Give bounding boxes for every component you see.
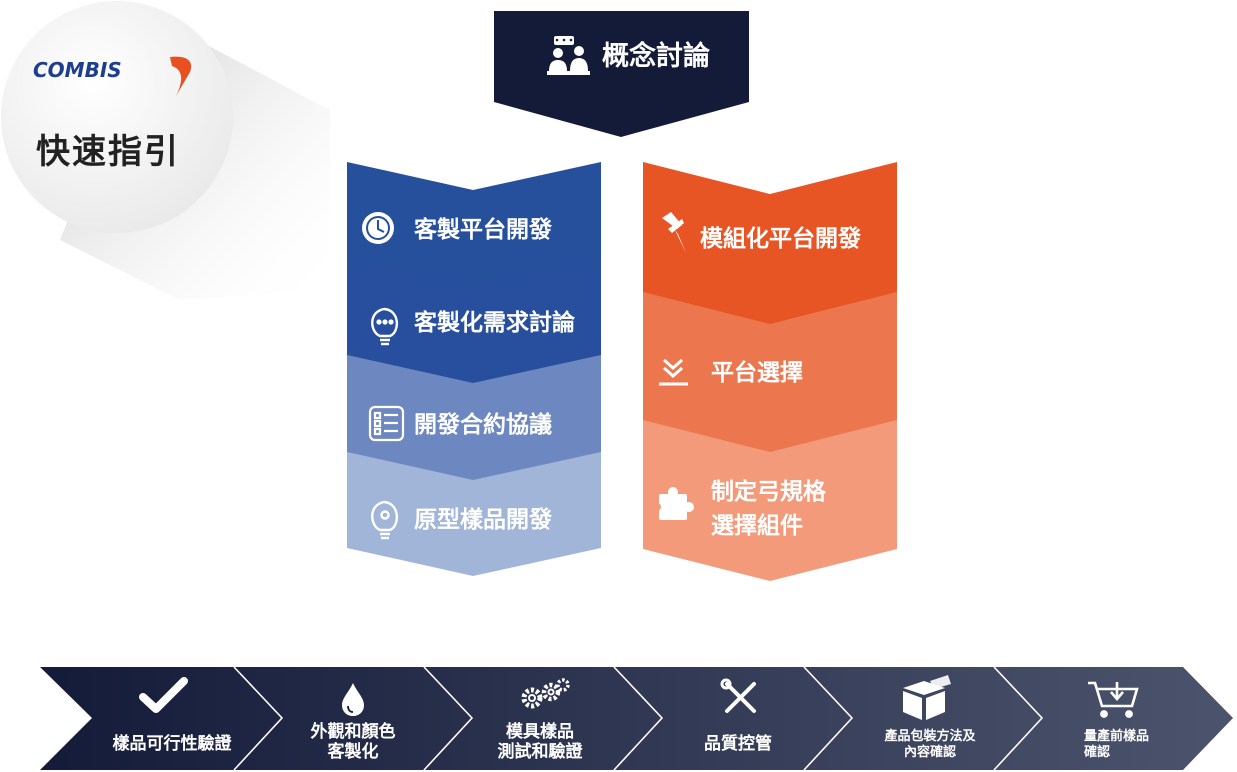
top-chevron xyxy=(494,11,749,137)
step-4-label: 品質控管 xyxy=(704,734,772,754)
separator-3 xyxy=(613,666,664,771)
pushpin-icon xyxy=(662,212,686,253)
separator-4 xyxy=(803,666,854,771)
badge-circle xyxy=(1,1,233,233)
discussion-icon xyxy=(547,36,590,75)
left-block-3 xyxy=(347,355,601,480)
right-block-1 xyxy=(643,162,897,324)
step-5-line1: 產品包裝方法及 xyxy=(884,729,976,744)
right-label-3b: 選擇組件 xyxy=(711,513,803,539)
cart-download-icon xyxy=(1088,681,1139,718)
left-block-2 xyxy=(347,259,601,383)
right-block-3 xyxy=(643,420,897,581)
badge-title: 快速指引 xyxy=(36,132,180,172)
right-block-2 xyxy=(643,292,897,452)
bottom-process-bar xyxy=(40,667,1233,770)
left-block-1 xyxy=(347,162,601,287)
separator-2 xyxy=(423,666,474,771)
puzzle-icon xyxy=(653,487,694,520)
package-box-icon xyxy=(903,675,951,720)
left-label-3: 開發合約協議 xyxy=(414,412,552,438)
step-1-label: 樣品可行性驗證 xyxy=(112,734,232,754)
step-6-line1: 量產前樣品 xyxy=(1084,729,1150,744)
checklist-icon xyxy=(368,405,405,442)
top-label: 概念討論 xyxy=(602,41,710,72)
right-label-1: 模組化平台開發 xyxy=(700,226,861,252)
right-label-2: 平台選擇 xyxy=(711,360,803,386)
brand-swoosh-icon xyxy=(170,56,192,96)
separator-5 xyxy=(993,666,1044,771)
left-label-4: 原型樣品開發 xyxy=(414,507,552,533)
right-label-3a: 制定弓規格 xyxy=(711,479,826,505)
clock-icon xyxy=(362,212,394,244)
left-block-4 xyxy=(347,452,601,576)
step-6-line2: 確認 xyxy=(1084,745,1111,760)
download-tray-icon xyxy=(659,358,688,386)
step-3-line1: 模具樣品 xyxy=(506,722,574,742)
step-3-line2: 測試和驗證 xyxy=(497,742,583,762)
left-label-1: 客製平台開發 xyxy=(414,217,552,243)
left-label-2: 客製化需求討論 xyxy=(414,310,575,336)
bottom-separators xyxy=(233,666,1044,771)
step-2-line1: 外觀和顏色 xyxy=(310,722,396,742)
gears-icon xyxy=(521,678,570,709)
step-5-line2: 內容確認 xyxy=(903,745,956,760)
brand-logo-text: COMBIS xyxy=(33,58,122,82)
checkmark-icon xyxy=(139,677,188,713)
lightbulb-dots-icon xyxy=(371,307,398,346)
tools-icon xyxy=(720,678,756,713)
paint-drop-icon xyxy=(342,683,364,716)
step-2-line2: 客製化 xyxy=(327,742,379,762)
separator-1 xyxy=(233,666,284,771)
brand-swoosh-tail-icon xyxy=(170,58,186,64)
lightbulb-gear-icon xyxy=(371,500,398,540)
